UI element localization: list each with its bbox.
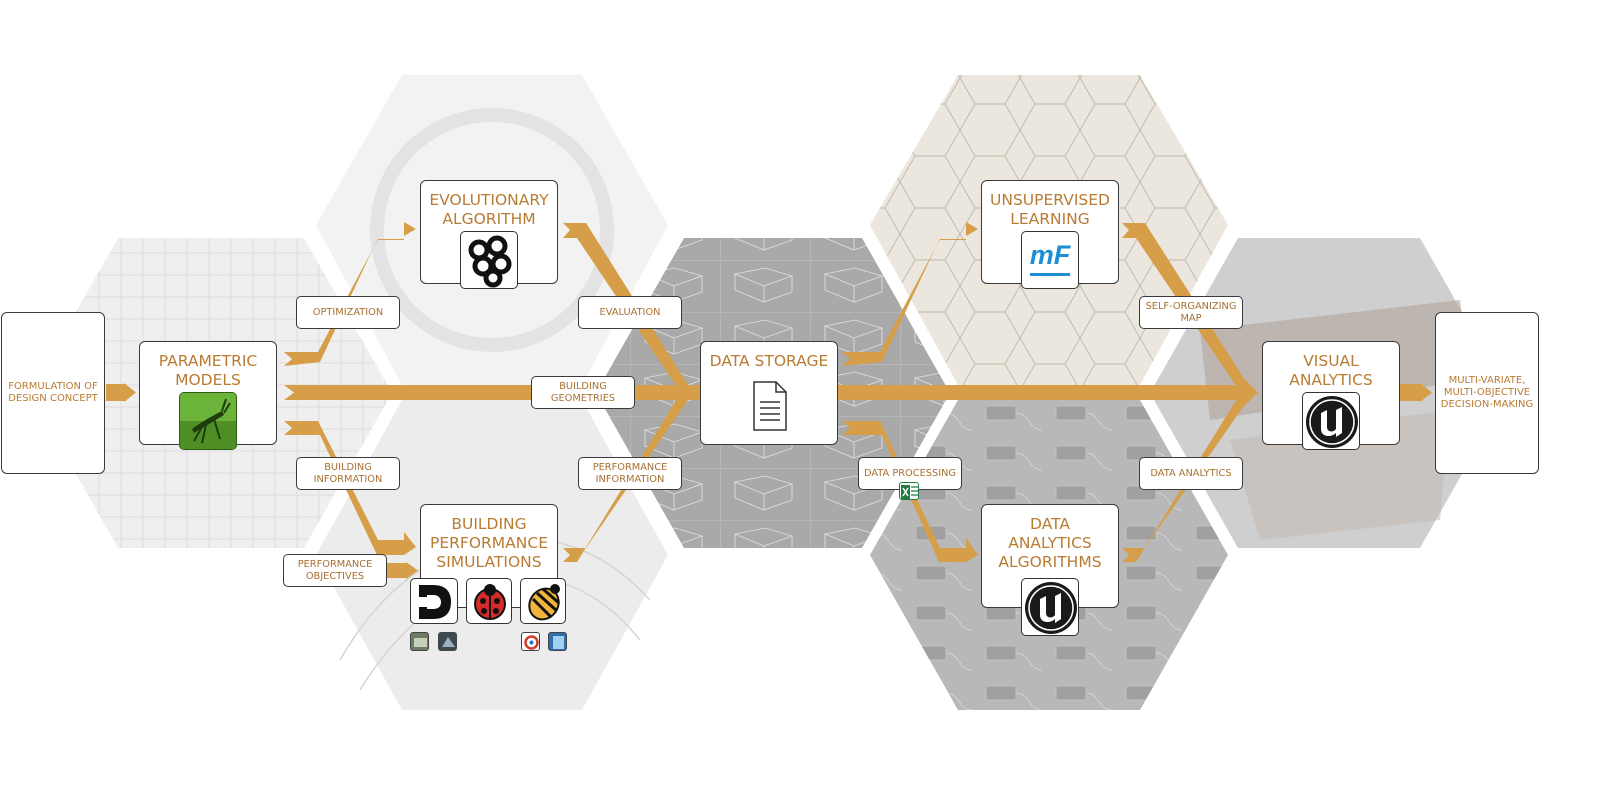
decision-making-label: MULTI-VARIATE, MULTI-OBJECTIVE DECISION-… — [1440, 375, 1534, 410]
data-analytics-label: DATA ANALYTICS — [1139, 457, 1243, 490]
building-information-label: BUILDING INFORMATION — [296, 457, 400, 490]
building-geometries-label: BUILDING GEOMETRIES — [531, 376, 635, 409]
openstudio-icon — [521, 632, 540, 651]
data-storage-node: DATA STORAGE — [700, 341, 838, 445]
decision-making-box: MULTI-VARIATE, MULTI-OBJECTIVE DECISION-… — [1435, 312, 1539, 474]
radiance-icon — [410, 632, 429, 651]
galapagos-cells-icon — [460, 231, 518, 289]
building-performance-simulations-title: BUILDING PERFORMANCE SIMULATIONS — [430, 515, 548, 571]
parametric-models-title: PARAMETRIC MODELS — [158, 352, 258, 389]
evolutionary-algorithm-title: EVOLUTIONARY ALGORITHM — [429, 191, 549, 228]
unreal-engine-icon — [1302, 392, 1360, 450]
data-analytics-algorithms-node: DATA ANALYTICS ALGORITHMS — [981, 504, 1119, 608]
document-icon — [753, 381, 787, 431]
unsupervised-learning-title: UNSUPERVISED LEARNING — [990, 191, 1110, 228]
mf-logo-icon: mF — [1021, 231, 1079, 289]
evaluation-label: EVALUATION — [578, 296, 682, 329]
unreal-engine-icon — [1021, 578, 1079, 636]
excel-icon — [899, 482, 919, 500]
performance-information-label: PERFORMANCE INFORMATION — [578, 457, 682, 490]
formulation-label: FORMULATION OF DESIGN CONCEPT — [8, 381, 98, 404]
formulation-box: FORMULATION OF DESIGN CONCEPT — [1, 312, 105, 474]
self-organizing-map-label: SELF-ORGANIZING MAP — [1139, 296, 1243, 329]
daysim-icon — [410, 578, 458, 624]
honeybee-icon — [520, 578, 566, 624]
ladybug-icon — [466, 578, 512, 624]
energyplus-icon — [438, 632, 457, 651]
optimization-label: OPTIMIZATION — [296, 296, 400, 329]
grasshopper-icon — [179, 392, 237, 450]
data-storage-title: DATA STORAGE — [709, 352, 829, 370]
mf-logo-text: mF — [1029, 240, 1071, 270]
data-analytics-algorithms-title: DATA ANALYTICS ALGORITHMS — [998, 515, 1102, 571]
therm-icon — [548, 632, 567, 651]
performance-objectives-label: PERFORMANCE OBJECTIVES — [283, 554, 387, 587]
